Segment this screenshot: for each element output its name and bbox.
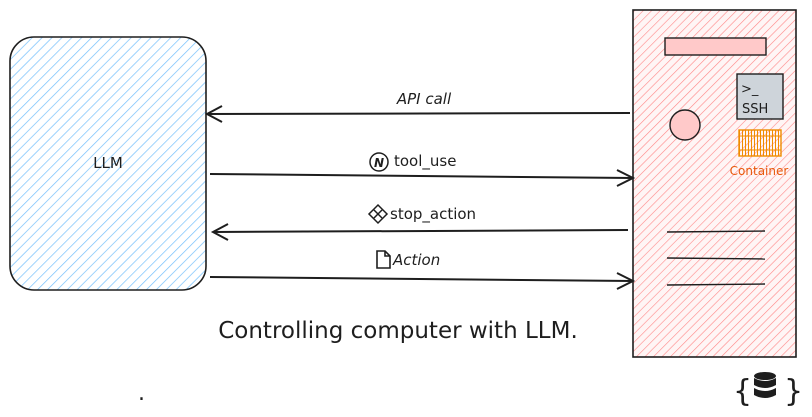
- diagram-caption: Controlling computer with LLM.: [218, 318, 578, 344]
- container-icon: [738, 129, 782, 157]
- svg-text:N: N: [374, 156, 384, 170]
- action-label: Action: [392, 251, 440, 269]
- ssh-prompt: >_: [741, 82, 759, 97]
- arrow-tool-use: [209, 169, 636, 187]
- document-icon: [376, 250, 391, 269]
- ssh-label: SSH: [742, 102, 768, 117]
- llm-label: LLM: [93, 154, 123, 172]
- server-power-button: [669, 109, 701, 141]
- database-braces-icon: { }: [733, 372, 803, 409]
- x-diamond-icon: [367, 203, 389, 225]
- n-circle-icon: N: [369, 152, 389, 172]
- arrow-api-call: [204, 105, 631, 123]
- llm-box[interactable]: LLM: [9, 36, 207, 291]
- container-label: Container: [730, 164, 789, 178]
- stop-action-label: stop_action: [390, 205, 476, 224]
- stray-dot: .: [138, 381, 145, 406]
- svg-text:}: }: [784, 374, 803, 409]
- arrow-action: [209, 272, 636, 290]
- server-box[interactable]: >_ SSH Container: [632, 9, 797, 358]
- arrow-stop-action: [210, 223, 629, 241]
- server-vent-lines: [666, 230, 766, 286]
- tool-use-label: tool_use: [394, 152, 456, 171]
- svg-text:{: {: [733, 374, 752, 409]
- api-call-label: API call: [396, 90, 452, 108]
- server-drive-slot: [664, 37, 767, 56]
- ssh-terminal-icon: >_ SSH: [736, 73, 784, 120]
